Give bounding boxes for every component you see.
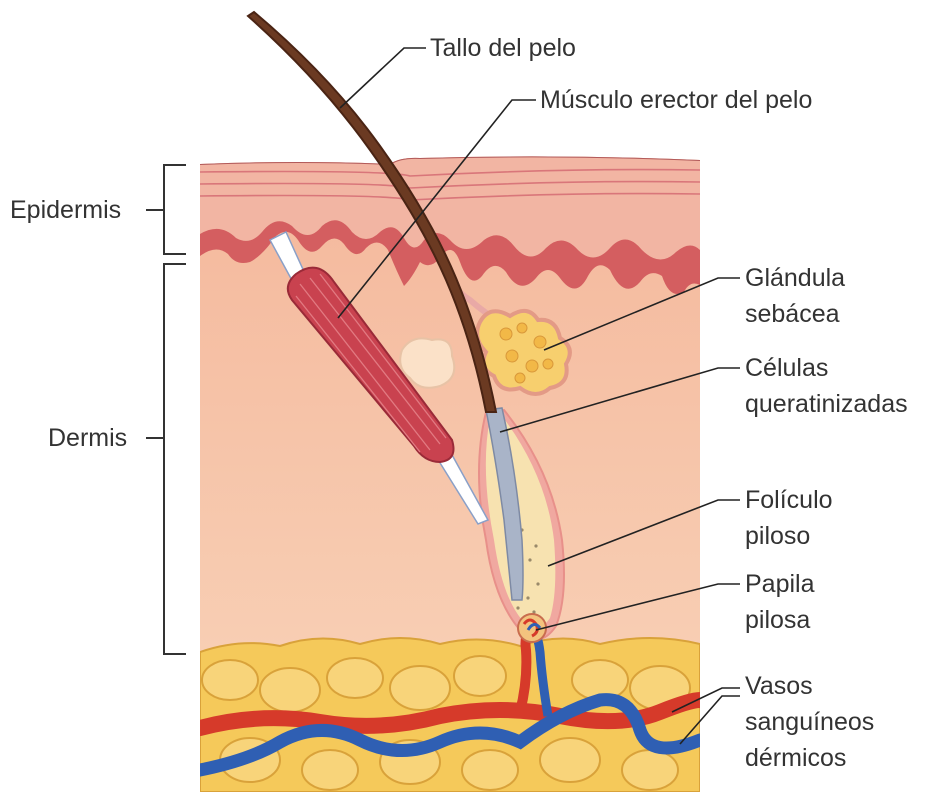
label-epidermis: Epidermis (10, 192, 121, 228)
label-dermis: Dermis (48, 420, 127, 456)
label-celulas: Células queratinizadas (745, 350, 908, 422)
label-glandula-line1: Glándula (745, 260, 845, 296)
label-vasos: Vasos sanguíneos dérmicos (745, 668, 874, 776)
label-vasos-line1: Vasos (745, 668, 874, 704)
label-vasos-line3: dérmicos (745, 740, 874, 776)
leader-tallo (340, 48, 426, 108)
label-tallo-text: Tallo del pelo (430, 30, 576, 66)
label-tallo: Tallo del pelo (430, 30, 576, 66)
label-glandula-line2: sebácea (745, 296, 845, 332)
label-dermis-text: Dermis (48, 420, 127, 456)
label-epidermis-text: Epidermis (10, 192, 121, 228)
label-celulas-line2: queratinizadas (745, 386, 908, 422)
label-glandula: Glándula sebácea (745, 260, 845, 332)
label-papila-line1: Papila (745, 566, 815, 602)
label-foliculo-line1: Folículo (745, 482, 833, 518)
label-celulas-line1: Células (745, 350, 908, 386)
label-musculo: Músculo erector del pelo (540, 82, 812, 118)
label-papila: Papila pilosa (745, 566, 815, 638)
label-vasos-line2: sanguíneos (745, 704, 874, 740)
epidermis-bracket (146, 165, 186, 254)
label-foliculo: Folículo piloso (745, 482, 833, 554)
label-musculo-text: Músculo erector del pelo (540, 82, 812, 118)
label-papila-line2: pilosa (745, 602, 815, 638)
dermis-bracket (146, 264, 186, 654)
label-foliculo-line2: piloso (745, 518, 833, 554)
